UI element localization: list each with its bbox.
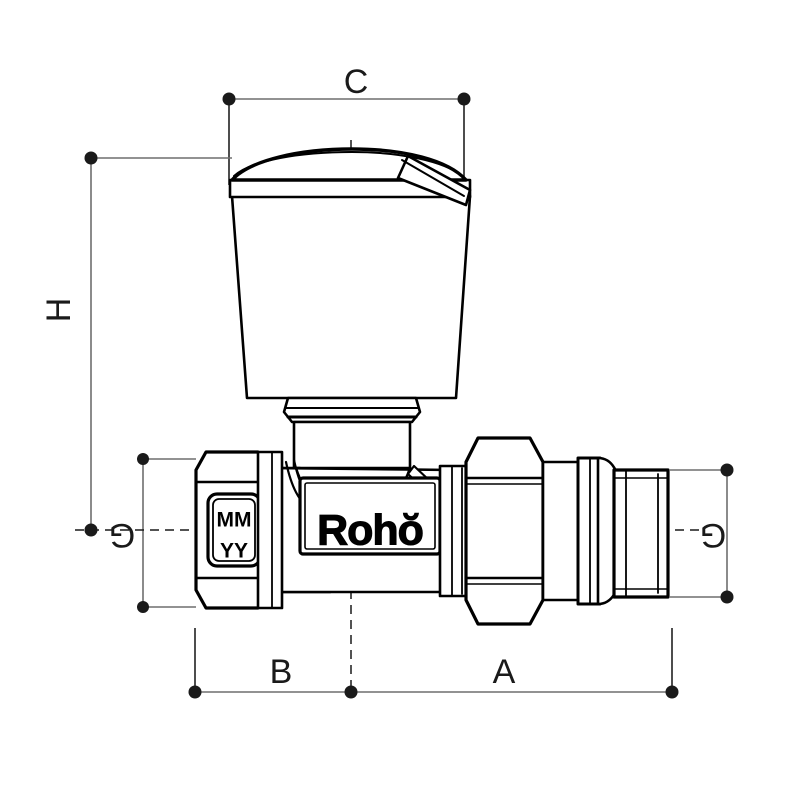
dim-G-right-dot-bottom (720, 590, 734, 604)
knob-cap-seam (233, 151, 463, 177)
outlet-barrel (541, 460, 582, 602)
date-stamp-month: MM (217, 509, 252, 532)
dim-H-dot-top (84, 151, 98, 165)
inlet-collar (256, 450, 284, 610)
dimension-G-left (137, 453, 196, 613)
dim-G-left-dot-bottom (137, 601, 149, 613)
outlet-thread-tail (612, 468, 670, 599)
dimension-lines (84, 92, 734, 699)
body-nameplate-inner (304, 482, 436, 550)
dim-C-dot-right (457, 92, 471, 106)
dimension-BA (188, 628, 679, 699)
dim-A-dot-right (665, 685, 679, 699)
dimension-label-C: C (344, 63, 369, 101)
knob-index-tab-seam (401, 159, 465, 197)
valve-assembly (194, 147, 670, 626)
dimension-label-A: A (493, 653, 516, 691)
dimension-label-H: H (40, 298, 78, 323)
dimension-C (222, 92, 471, 200)
dim-G-left-dot-top (137, 453, 149, 465)
dim-G-right-dot-top (720, 463, 734, 477)
dimension-label-G-left: G (109, 516, 135, 554)
dim-C-dot-left (222, 92, 236, 106)
knob-body (230, 194, 472, 400)
dim-BA-dot-mid (344, 685, 358, 699)
handwheel-knob (228, 147, 472, 470)
outlet-hex-nut (464, 436, 545, 626)
inlet-connection (194, 450, 284, 610)
date-stamp-year: YY (220, 540, 248, 563)
dimension-G-right (670, 463, 734, 604)
brand-logo-text: Rohŏ (317, 506, 423, 554)
date-stamp-plate-inner (212, 498, 256, 562)
valve-stem-neck (292, 420, 412, 470)
dimension-label-G-right: G (700, 516, 726, 554)
dim-B-dot-left (188, 685, 202, 699)
outlet-connection (438, 436, 670, 626)
dimension-label-B: B (270, 653, 293, 691)
